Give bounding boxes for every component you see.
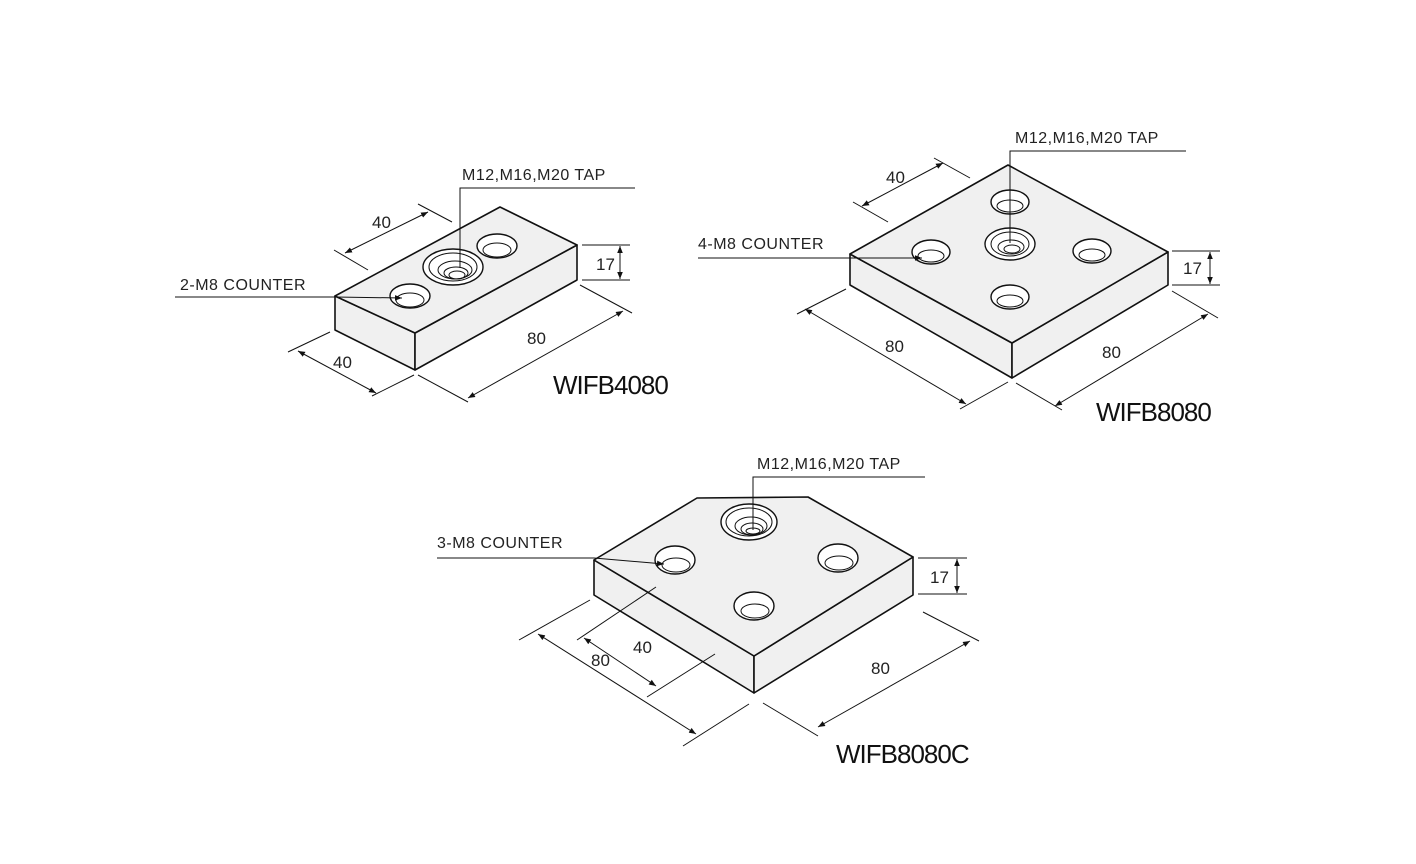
part-wifb8080c: M12,M16,M20 TAP 3-M8 COUNTER 17 40 80 80…	[437, 456, 980, 769]
dim-height: 17	[918, 557, 967, 595]
model-title: WIFB8080C	[836, 739, 969, 769]
counter-hole	[476, 233, 518, 259]
dim-left-length: 80	[518, 599, 750, 747]
tap-hole	[422, 248, 484, 286]
counter-hole	[1072, 238, 1112, 264]
tap-label: M12,M16,M20 TAP	[1015, 130, 1159, 147]
counter-label: 2-M8 COUNTER	[180, 277, 306, 294]
tap-leader	[1009, 150, 1186, 243]
tap-leader	[752, 476, 925, 530]
top-face	[593, 496, 914, 657]
counter-hole	[389, 283, 431, 309]
tap-leader	[459, 187, 635, 268]
part-wifb8080: M12,M16,M20 TAP 4-M8 COUNTER 40 17 80 80…	[698, 130, 1220, 427]
dim-label: 80	[1102, 343, 1121, 362]
counter-label: 3-M8 COUNTER	[437, 535, 563, 552]
dim-front-width: 40	[287, 331, 415, 397]
counter-hole	[990, 284, 1030, 310]
dim-label: 17	[596, 255, 615, 274]
dim-label: 80	[591, 651, 610, 670]
dim-label: 17	[930, 568, 949, 587]
dim-label: 17	[1183, 259, 1202, 278]
tap-label: M12,M16,M20 TAP	[462, 167, 606, 184]
dim-label: 80	[885, 337, 904, 356]
counter-hole	[817, 543, 859, 573]
dim-height: 17	[1172, 250, 1220, 286]
dim-label: 40	[633, 638, 652, 657]
dim-label: 40	[333, 353, 352, 372]
part-wifb4080: M12,M16,M20 TAP 2-M8 COUNTER 40 17 80 40…	[175, 167, 669, 403]
dim-length: 80	[417, 284, 633, 403]
dim-label: 80	[871, 659, 890, 678]
counter-hole	[654, 545, 696, 575]
dim-right-length: 80	[762, 611, 980, 737]
dim-label: 40	[886, 168, 905, 187]
dim-height: 17	[582, 244, 630, 281]
dim-left-length: 80	[796, 288, 1009, 410]
tap-hole	[720, 503, 778, 541]
dim-right-length: 80	[1015, 290, 1219, 411]
dim-label: 80	[527, 329, 546, 348]
tap-label: M12,M16,M20 TAP	[757, 456, 901, 473]
counter-hole	[911, 239, 951, 265]
dim-top-width: 40	[333, 203, 453, 271]
counter-label: 4-M8 COUNTER	[698, 236, 824, 253]
model-title: WIFB4080	[553, 370, 668, 400]
dim-label: 40	[372, 213, 391, 232]
counter-leader	[593, 557, 665, 567]
counter-hole	[733, 591, 775, 621]
model-title: WIFB8080	[1096, 397, 1211, 427]
dim-top-width: 40	[852, 157, 971, 223]
